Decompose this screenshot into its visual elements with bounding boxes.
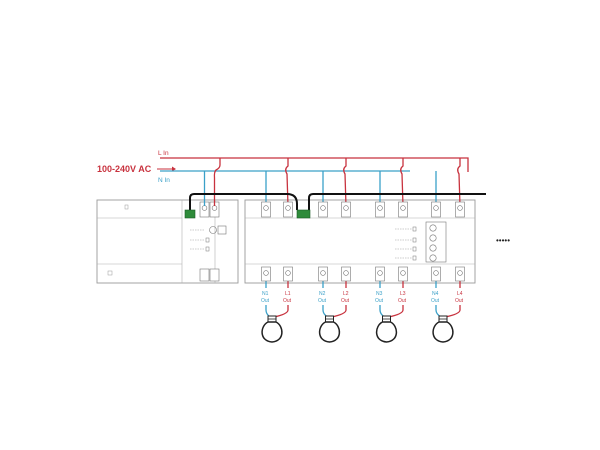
supply-arrow-icon xyxy=(157,166,176,172)
terminal-screw-icon xyxy=(400,270,406,276)
line-output-wire xyxy=(331,281,347,318)
bulbs xyxy=(261,315,454,343)
continuation-dots: ••••• xyxy=(496,236,510,245)
bus-connector-middle xyxy=(296,209,311,219)
neutral-output-label: N1 xyxy=(262,291,269,297)
line-output-sub: Out xyxy=(283,298,292,304)
terminal-screw-icon xyxy=(320,270,326,276)
line-output-wire xyxy=(388,281,404,318)
line-input-wire xyxy=(457,158,461,207)
line-output-label: L4 xyxy=(457,291,463,297)
line-output-wire xyxy=(444,281,461,318)
terminal-screw-icon xyxy=(285,270,291,276)
line-input-wire xyxy=(285,158,289,207)
line-output-wire xyxy=(273,281,289,318)
line-in-label: L In xyxy=(158,150,169,157)
bulb-icon xyxy=(375,315,398,343)
neutral-in-label: N In xyxy=(158,177,170,184)
psu-line-feed xyxy=(213,158,221,206)
neutral-output-sub: Out xyxy=(261,298,270,304)
line-input-wire xyxy=(343,158,347,207)
line-output-label: L3 xyxy=(400,291,406,297)
neutral-output-sub: Out xyxy=(318,298,327,304)
bus-connector-left xyxy=(184,209,196,219)
neutral-output-label: N2 xyxy=(319,291,326,297)
neutral-output-label: N3 xyxy=(376,291,383,297)
terminal-screw-icon xyxy=(433,270,439,276)
voltage-label: 100-240V AC xyxy=(97,164,152,174)
terminal-screw-icon xyxy=(457,270,463,276)
terminal-screw-icon xyxy=(343,270,349,276)
neutral-output-sub: Out xyxy=(375,298,384,304)
terminal-screw-icon xyxy=(377,270,383,276)
power-supply-module xyxy=(96,199,239,284)
line-output-sub: Out xyxy=(341,298,350,304)
terminal-screw-icon xyxy=(320,205,326,211)
line-output-sub: Out xyxy=(398,298,407,304)
terminal-screw-icon xyxy=(457,205,463,211)
neutral-output-sub: Out xyxy=(431,298,440,304)
line-output-label: L2 xyxy=(343,291,349,297)
terminal-screw-icon xyxy=(433,205,439,211)
terminal-screw-icon xyxy=(263,270,269,276)
bulb-icon xyxy=(261,315,283,343)
bulb-icon xyxy=(432,315,454,343)
line-in-wire xyxy=(160,157,469,172)
line-output-label: L1 xyxy=(285,291,291,297)
terminal-screw-icon xyxy=(285,205,291,211)
terminal-screw-icon xyxy=(377,205,383,211)
line-output-sub: Out xyxy=(455,298,464,304)
bus-cable xyxy=(189,193,486,214)
terminal-screw-icon xyxy=(263,205,269,211)
relay-terminals xyxy=(261,201,465,282)
wiring xyxy=(160,157,469,318)
line-input-wire xyxy=(400,158,404,207)
terminal-screw-icon xyxy=(400,205,406,211)
neutral-output-label: N4 xyxy=(432,291,439,297)
bulb-icon xyxy=(318,315,341,343)
terminal-screw-icon xyxy=(343,205,349,211)
